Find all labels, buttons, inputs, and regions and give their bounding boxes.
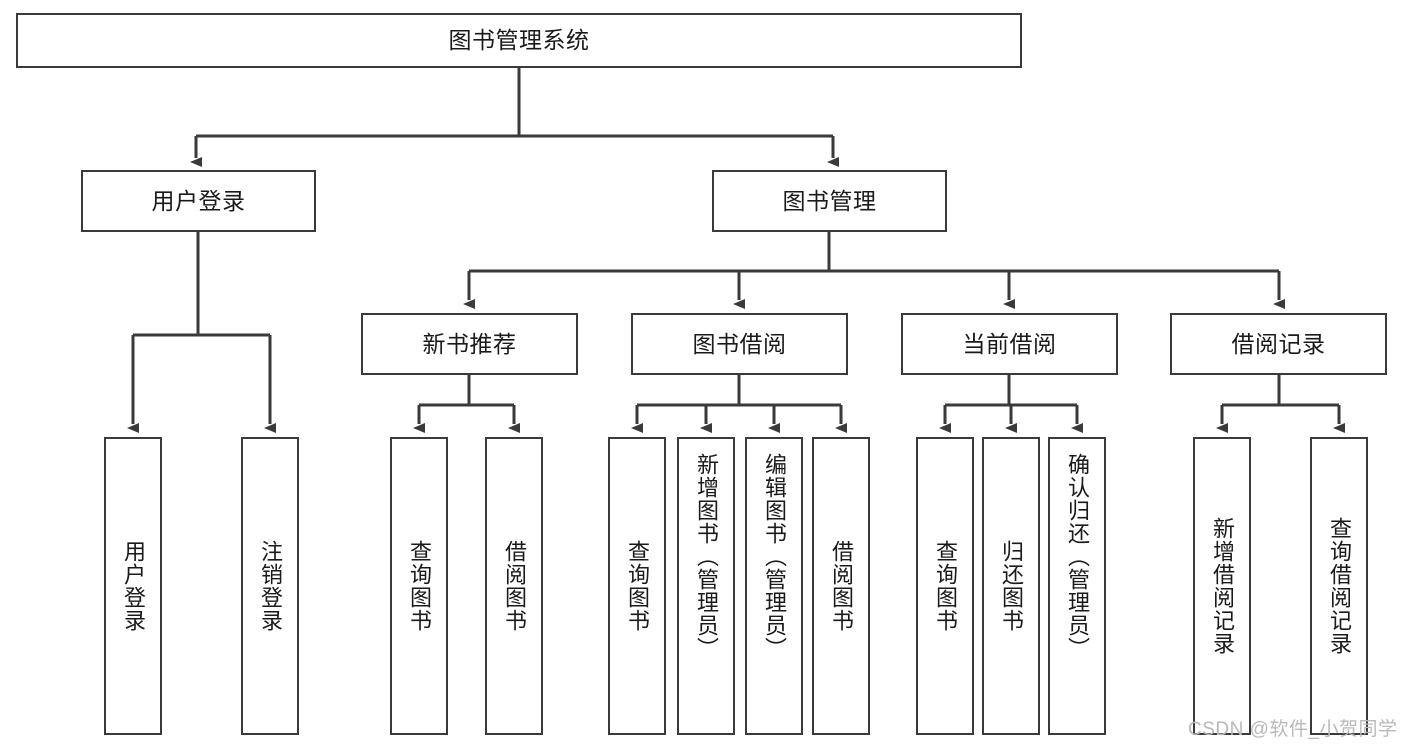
node-leaf-confirm-return[interactable]: 确认归还（管理员） — [1048, 437, 1106, 735]
node-borrow-record[interactable]: 借阅记录 — [1170, 313, 1387, 375]
node-book-borrow[interactable]: 图书借阅 — [631, 313, 848, 375]
node-leaf-edit-book-label: 编辑图书（管理员） — [761, 453, 787, 660]
node-leaf-confirm-return-label: 确认归还（管理员） — [1064, 453, 1090, 660]
node-current-borrow-label: 当前借阅 — [962, 330, 1057, 357]
node-leaf-query-book-1[interactable]: 查询图书 — [390, 437, 448, 735]
node-leaf-edit-book[interactable]: 编辑图书（管理员） — [745, 437, 803, 735]
node-leaf-query-book-3-label: 查询图书 — [932, 540, 958, 632]
node-leaf-query-record-label: 查询借阅记录 — [1326, 517, 1352, 655]
node-leaf-borrow-book-1-label: 借阅图书 — [501, 540, 527, 632]
node-leaf-add-book-label: 新增图书（管理员） — [693, 453, 719, 660]
node-leaf-borrow-book-1[interactable]: 借阅图书 — [485, 437, 543, 735]
node-root-label: 图书管理系统 — [448, 27, 590, 54]
node-leaf-query-book-2[interactable]: 查询图书 — [608, 437, 666, 735]
node-leaf-logout-login[interactable]: 注销登录 — [241, 437, 299, 735]
node-leaf-user-login[interactable]: 用户登录 — [104, 437, 162, 735]
node-leaf-query-book-2-label: 查询图书 — [624, 540, 650, 632]
node-new-book-recommend[interactable]: 新书推荐 — [361, 313, 578, 375]
node-current-borrow[interactable]: 当前借阅 — [901, 313, 1118, 375]
node-leaf-query-book-1-label: 查询图书 — [406, 540, 432, 632]
node-user-login[interactable]: 用户登录 — [81, 170, 316, 232]
node-leaf-logout-login-label: 注销登录 — [257, 540, 283, 632]
watermark: CSDN @软件_小贺同学 — [1188, 719, 1398, 740]
node-leaf-query-record[interactable]: 查询借阅记录 — [1310, 437, 1368, 735]
node-leaf-add-book[interactable]: 新增图书（管理员） — [677, 437, 735, 735]
node-leaf-return-book-label: 归还图书 — [998, 540, 1024, 632]
node-leaf-add-record-label: 新增借阅记录 — [1209, 517, 1235, 655]
node-leaf-borrow-book-2-label: 借阅图书 — [828, 540, 854, 632]
node-leaf-borrow-book-2[interactable]: 借阅图书 — [812, 437, 870, 735]
node-leaf-user-login-label: 用户登录 — [120, 540, 146, 632]
node-leaf-query-book-3[interactable]: 查询图书 — [916, 437, 974, 735]
node-book-borrow-label: 图书借阅 — [692, 330, 787, 357]
node-root[interactable]: 图书管理系统 — [16, 13, 1022, 68]
node-new-book-recommend-label: 新书推荐 — [422, 330, 517, 357]
node-book-manage[interactable]: 图书管理 — [712, 170, 947, 232]
node-borrow-record-label: 借阅记录 — [1231, 330, 1326, 357]
node-user-login-label: 用户登录 — [151, 187, 246, 214]
node-leaf-return-book[interactable]: 归还图书 — [982, 437, 1040, 735]
node-leaf-add-record[interactable]: 新增借阅记录 — [1193, 437, 1251, 735]
node-book-manage-label: 图书管理 — [782, 187, 877, 214]
